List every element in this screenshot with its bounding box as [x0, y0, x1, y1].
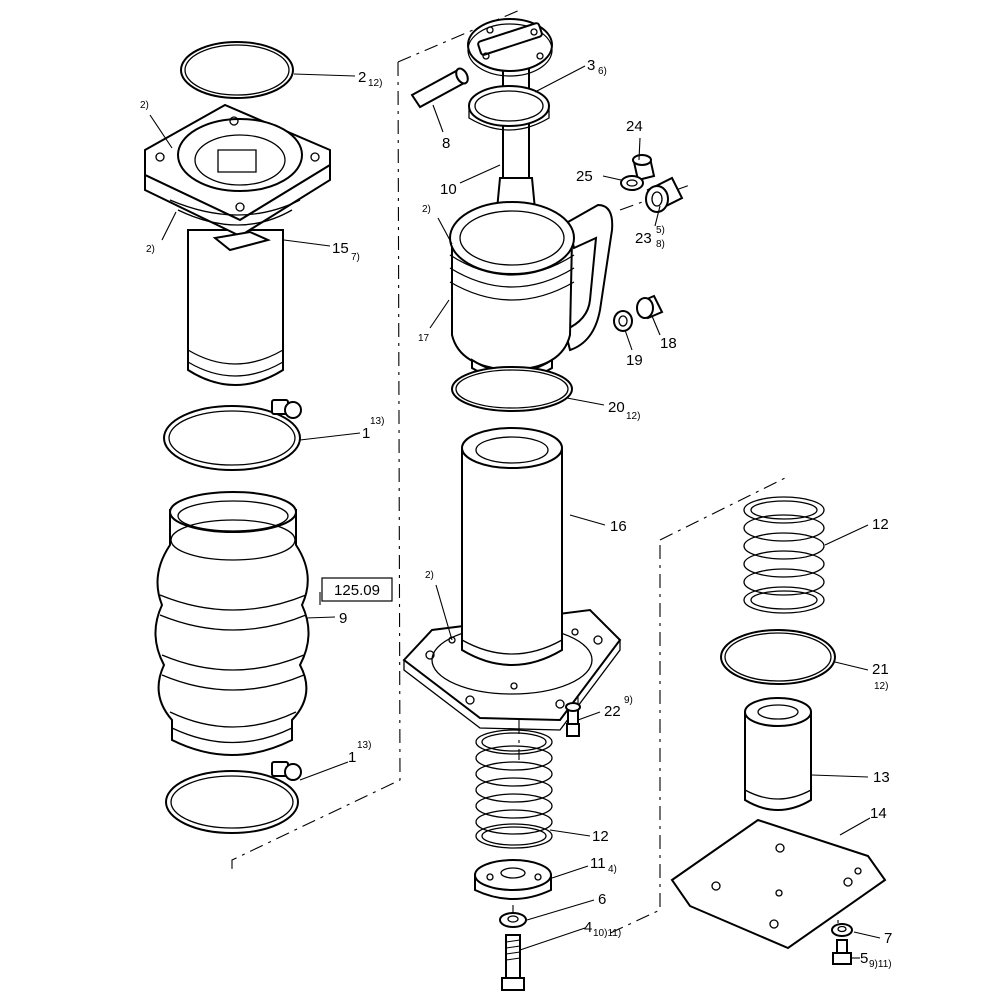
label-20: 20: [608, 399, 625, 416]
part-7-washer: [831, 923, 853, 937]
label-23-note-1: 5): [656, 225, 665, 236]
part-8-pin: [410, 67, 469, 109]
label-20-note: 12): [626, 411, 640, 422]
label-12-upper: 12: [872, 516, 889, 533]
label-9: 9: [339, 610, 347, 627]
part-6-washer: [499, 912, 527, 928]
label-24: 24: [626, 118, 643, 135]
part-12-spring-lower: [475, 729, 553, 849]
label-19: 19: [626, 352, 643, 369]
label-4: 4: [584, 919, 592, 936]
label-7: 7: [884, 930, 892, 947]
reference-box-125-09: 125.09: [321, 577, 393, 602]
label-17: 17: [418, 333, 430, 344]
label-5-note: 9)11): [869, 959, 892, 970]
note-2-flange-bottom: 2): [146, 244, 155, 255]
part-18-screw-plug: [636, 294, 664, 320]
label-15-note: 7): [351, 252, 360, 263]
label-21-note: 12): [874, 681, 888, 692]
label-3: 3: [587, 57, 595, 74]
part-12-spring-upper: [743, 496, 825, 614]
reference-box-label: 125.09: [334, 582, 380, 599]
label-14: 14: [870, 805, 887, 822]
label-6: 6: [598, 891, 606, 908]
label-23: 23: [635, 230, 652, 247]
label-23-note-2: 8): [656, 239, 665, 250]
note-2-base-flange: 2): [425, 570, 434, 581]
part-3-ring: [468, 85, 550, 131]
label-18: 18: [660, 335, 677, 352]
label-12-lower: 12: [592, 828, 609, 845]
label-10: 10: [440, 181, 457, 198]
label-22: 22: [604, 703, 621, 720]
label-1-upper-note: 13): [370, 416, 384, 427]
part-2-o-ring: [180, 41, 294, 99]
label-1-upper: 1: [362, 425, 370, 442]
part-21-o-ring: [720, 629, 836, 685]
part-1-hose-clamp-lower: [165, 761, 302, 834]
label-15: 15: [332, 240, 349, 257]
label-1-lower-note: 13): [357, 740, 371, 751]
part-5-bolt: [832, 939, 852, 965]
part-24-screw-plug: [632, 154, 656, 182]
part-16-guide-cylinder: [402, 427, 622, 731]
label-2: 2: [358, 69, 366, 86]
part-labels: 2 12) 3 6) 8 10 24 25 23 5) 8) 15 7) 17 …: [140, 57, 892, 970]
label-21: 21: [872, 661, 889, 678]
part-9-bellows: [154, 491, 310, 756]
note-2-flange-top: 2): [140, 100, 149, 111]
part-17-housing: [449, 201, 614, 381]
part-22-bolt: [565, 702, 581, 737]
part-14-base-plate: [670, 818, 887, 950]
label-25: 25: [576, 168, 593, 185]
part-19-sealing-ring: [613, 310, 633, 332]
part-4-bolt: [501, 934, 525, 991]
label-2-note: 12): [368, 78, 382, 89]
note-2-housing: 2): [422, 204, 431, 215]
part-11-spring-plate: [474, 859, 552, 900]
label-3-note: 6): [598, 66, 607, 77]
part-13-rubber-buffer: [744, 697, 812, 811]
part-20-o-ring: [451, 366, 573, 412]
part-23-screw-plug: [645, 176, 684, 213]
label-13: 13: [873, 769, 890, 786]
part-15-guide-tube: [144, 103, 331, 386]
label-8: 8: [442, 135, 450, 152]
label-11-note: 4): [608, 864, 617, 875]
label-1-lower: 1: [348, 749, 356, 766]
part-1-hose-clamp-upper: [163, 399, 302, 471]
label-5: 5: [860, 950, 868, 967]
label-4-note: 10)11): [593, 928, 621, 939]
label-22-note: 9): [624, 695, 633, 706]
part-25-sealing-ring: [620, 175, 644, 191]
label-16: 16: [610, 518, 627, 535]
leader-lines: [149, 65, 881, 959]
label-11: 11: [590, 855, 606, 872]
